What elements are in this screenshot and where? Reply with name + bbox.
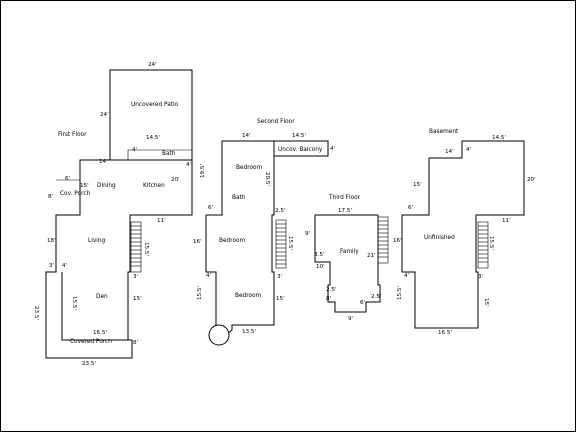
basement-stairs — [477, 221, 489, 269]
dimension-label: 15.5' — [488, 236, 494, 250]
dimension-label: 6' — [208, 205, 213, 211]
dimension-label: 15.5' — [197, 286, 203, 300]
dimension-label: 15.5' — [71, 296, 77, 310]
dimension-label: 11' — [157, 218, 166, 224]
room-label: Kitchen — [143, 183, 165, 189]
dimension-label: 4' — [466, 147, 471, 153]
dimension-label: 14.5' — [492, 135, 506, 141]
room-label: Living — [88, 238, 106, 244]
dimension-label: 8' — [133, 340, 138, 346]
dimension-label: 19.5' — [200, 164, 206, 178]
dimension-label: 14.5' — [292, 133, 306, 139]
floor-title: Basement — [429, 129, 459, 135]
dimension-label: 2.5' — [371, 294, 381, 300]
dimension-label: 3' — [277, 274, 282, 280]
dimension-label: 23.5' — [33, 306, 39, 320]
dimension-label: 24' — [100, 112, 109, 118]
dimension-label: 18' — [47, 238, 56, 244]
dimension-label: 24' — [148, 62, 157, 68]
third-floor-outline — [314, 214, 381, 313]
dimension-label: 3.5' — [314, 252, 324, 258]
dimension-label: 2.5' — [326, 287, 336, 293]
dimension-label: 16.5' — [93, 330, 107, 336]
round-bay — [208, 324, 230, 346]
uncovered-balcony-outline — [274, 140, 329, 157]
dimension-label: 8' — [326, 296, 331, 302]
dimension-label: 20' — [171, 177, 180, 183]
room-label: Dining — [97, 183, 116, 189]
dimension-label: 16' — [393, 238, 402, 244]
dimension-label: 20.5' — [264, 172, 270, 186]
dimension-label: 15.5' — [287, 236, 293, 250]
covered-porch-divider — [61, 272, 128, 341]
first-floor-outline — [45, 159, 193, 359]
room-label: Cov. Porch — [60, 191, 91, 197]
bath-partition — [127, 149, 192, 160]
floor-title: Third Floor — [328, 195, 361, 201]
first-floor-stairs — [130, 221, 142, 273]
second-floor-plan: Second Floor Bedroom Uncov. Balcony Bath… — [193, 119, 335, 346]
dimension-label: 3' — [133, 274, 138, 280]
first-floor-plan: First Floor Uncovered Patio Bath Kitchen… — [33, 62, 193, 367]
floor-title: Second Floor — [257, 119, 295, 125]
dimension-label: 6' — [360, 300, 365, 306]
dimension-label: 15' — [80, 183, 89, 189]
dimension-label: 14.5' — [146, 135, 160, 141]
dimension-label: 14' — [445, 149, 454, 155]
dimension-label: 3' — [49, 263, 54, 269]
dimension-label: 2.5' — [275, 208, 285, 214]
dimension-label: 9' — [305, 231, 310, 237]
dimension-label: 15.5' — [397, 286, 403, 300]
cov-porch-box — [56, 179, 81, 215]
basement-outline — [401, 140, 525, 329]
dimension-label: 6' — [65, 176, 70, 182]
dimension-label: 9' — [348, 316, 353, 322]
dimension-label: 23.5' — [82, 361, 96, 367]
dimension-label: 8' — [48, 194, 53, 200]
dimension-label: 16' — [193, 239, 202, 245]
room-label: Bedroom — [236, 165, 263, 171]
dimension-label: 6' — [408, 205, 413, 211]
uncovered-patio-outline — [109, 69, 193, 160]
second-floor-stairs — [275, 219, 287, 269]
dimension-label: 14' — [242, 133, 251, 139]
dimension-label: 13.5' — [242, 329, 256, 335]
dimension-label: 4' — [330, 146, 335, 152]
dimension-label: 15.5' — [143, 242, 149, 256]
dimension-label: 3' — [478, 274, 483, 280]
room-label: Uncov. Balcony — [278, 147, 323, 153]
room-label: Uncovered Patio — [131, 102, 179, 108]
dimension-label: 10' — [316, 264, 325, 270]
dimension-label: 21' — [367, 253, 376, 259]
dimension-label: 14' — [99, 159, 108, 165]
room-label: Bath — [232, 195, 246, 201]
third-floor-stairs — [377, 216, 389, 264]
room-label: Unfinished — [424, 235, 455, 241]
dimension-label: 15' — [276, 296, 285, 302]
dimension-label: 4' — [186, 162, 191, 168]
room-label: Den — [96, 294, 108, 300]
dimension-label: 15' — [483, 298, 489, 307]
room-label: Bedroom — [219, 238, 246, 244]
dimension-label: 15' — [133, 296, 142, 302]
dimension-label: 4' — [206, 273, 211, 279]
dimension-label: 15' — [413, 182, 422, 188]
dimension-label: 17.5' — [338, 208, 352, 214]
second-floor-outline — [205, 140, 275, 339]
room-label: Bedroom — [235, 293, 262, 299]
floor-title: First Floor — [58, 132, 87, 138]
dimension-label: 20' — [527, 177, 536, 183]
basement-plan: Basement Unfinished 14' 4' 14.5' 15' 20'… — [393, 129, 536, 336]
room-label: Covered Porch — [70, 339, 112, 345]
dimension-label: 4' — [62, 263, 67, 269]
dimension-label: 11' — [502, 218, 511, 224]
room-label: Bath — [162, 151, 176, 157]
third-floor-plan: Third Floor Family 17.5' 9' 3.5' 10' 21'… — [305, 195, 389, 322]
dimension-label: 4' — [132, 147, 137, 153]
dimension-label: 4' — [404, 273, 409, 279]
room-label: Family — [340, 249, 359, 255]
dimension-label: 16.5' — [438, 330, 452, 336]
